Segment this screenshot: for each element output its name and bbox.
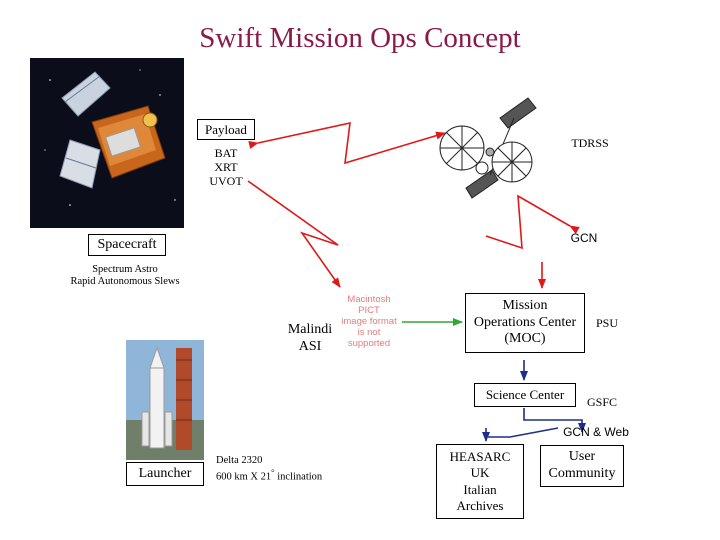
malindi-label: Malindi ASI [287,322,333,354]
payload-instruments: BAT XRT UVOT [209,146,243,189]
psu-label: PSU [595,316,618,330]
payload-box: Payload [197,119,255,140]
page-title: Swift Mission Ops Concept [199,22,521,54]
spacecraft-description: Spectrum Astro Rapid Autonomous Slews [70,264,180,288]
tdrss-satellite-image [439,97,537,199]
tdrss-label: TDRSS [571,136,609,150]
blue-links [482,360,586,442]
pict-placeholder: Macintosh PICT image format is not suppo… [341,294,397,349]
launcher-rocket-image [126,340,204,460]
delta-description: Delta 2320 600 km X 21° inclination [216,455,323,483]
science-center-box: Science Center [474,383,576,407]
spacecraft-box: Spacecraft [88,234,166,256]
gcn-label: GCN [570,231,598,245]
spacecraft-image [30,58,184,228]
red-links [247,121,580,289]
gcn-web-label: GCN & Web [563,425,629,439]
heasarc-box: HEASARC UK Italian Archives [436,444,524,519]
user-community-box: User Community [540,445,624,487]
launcher-box: Launcher [126,462,204,486]
moc-box: Mission Operations Center (MOC) [465,293,585,353]
gsfc-label: GSFC [586,395,618,409]
